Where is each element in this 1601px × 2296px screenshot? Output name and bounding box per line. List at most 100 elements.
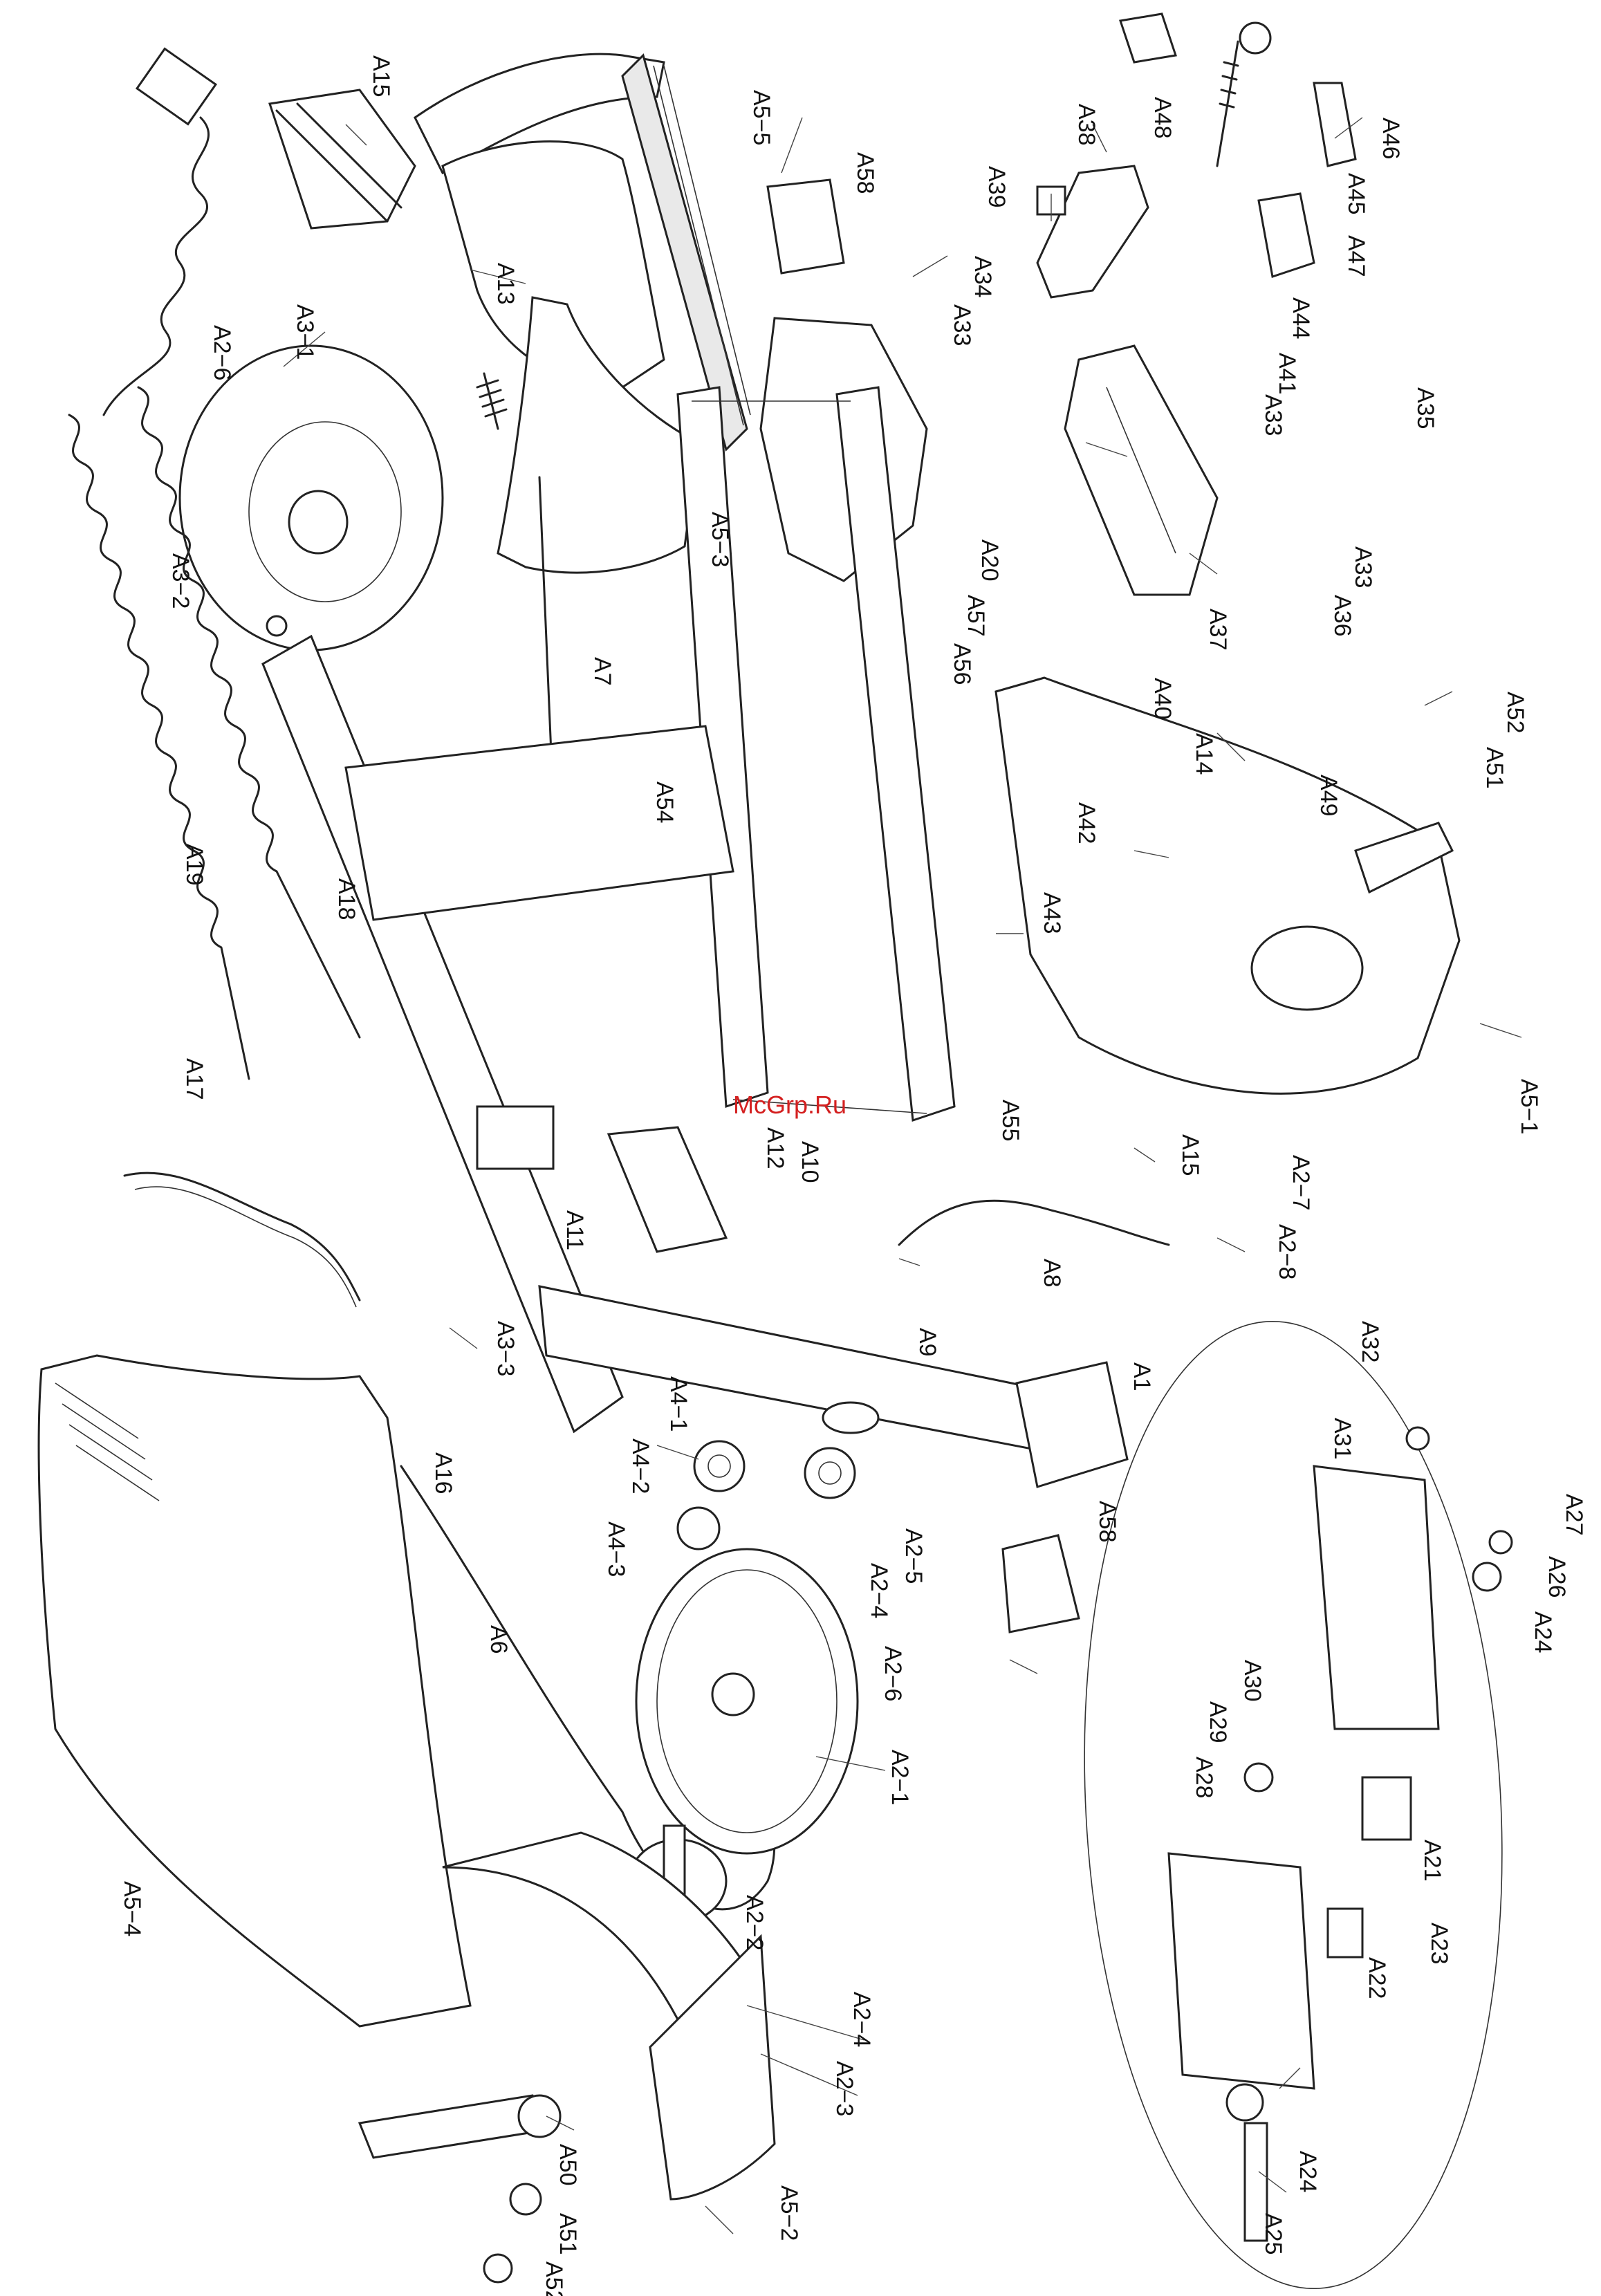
label-a27: A2−7	[1288, 1155, 1314, 1210]
part-labels: A15 A5−5 A13 A3−1 A2−6 A58 A39 A38 A48 A…	[119, 55, 1587, 2296]
lower-frame-arm	[261, 634, 624, 1434]
label-a42b: A4−2	[627, 1438, 654, 1494]
watermark: McGrp.Ru	[733, 1091, 846, 1119]
label-a7: A7	[589, 657, 616, 686]
label-a48: A48	[1149, 97, 1176, 139]
label-e30: A30	[1239, 1660, 1266, 1702]
label-a20: A20	[977, 539, 1003, 582]
leader-lines	[283, 117, 1522, 2234]
label-a16: A16	[430, 1452, 456, 1494]
label-a18: A18	[333, 878, 360, 920]
label-a33d: A3−3	[492, 1321, 519, 1376]
label-a41: A41	[1274, 353, 1300, 395]
label-a38: A38	[1073, 104, 1100, 146]
label-a1: A1	[1129, 1362, 1155, 1391]
label-a50: A50	[555, 2144, 581, 2186]
label-a52t: A52	[1502, 692, 1528, 734]
label-a44: A44	[1288, 297, 1314, 340]
label-a42: A42	[1073, 802, 1100, 844]
label-a46: A46	[1378, 118, 1404, 160]
label-a40: A40	[1149, 678, 1176, 720]
label-a10: A10	[797, 1141, 823, 1183]
actuator-assembly	[1036, 12, 1357, 299]
flywheel	[178, 344, 444, 651]
label-a52c: A52	[541, 2261, 567, 2296]
label-a8: A8	[1039, 1259, 1065, 1288]
base-tube	[538, 1285, 1129, 1488]
label-a58b: A58	[1094, 1501, 1120, 1543]
label-a21: A2−1	[887, 1750, 913, 1805]
label-a39: A39	[983, 166, 1010, 208]
controller-board	[607, 1126, 728, 1253]
label-a15b: A15	[1177, 1134, 1203, 1176]
label-a24b: A2−4	[849, 1992, 875, 2047]
label-a32top: A3−2	[167, 553, 194, 609]
label-a12: A12	[762, 1127, 788, 1169]
end-cap-top	[766, 178, 845, 275]
label-e29: A29	[1205, 1701, 1231, 1743]
label-e32: A32	[1357, 1321, 1383, 1363]
label-a11: A11	[562, 1210, 588, 1250]
pulley	[635, 1548, 859, 1855]
label-a54: A54	[651, 781, 678, 824]
upper-frame	[268, 53, 751, 452]
label-a51b: A51	[555, 2213, 581, 2255]
label-a53: A5−3	[707, 512, 733, 567]
label-a14: A14	[1191, 733, 1217, 775]
label-a23: A2−3	[831, 2061, 858, 2116]
label-a22: A2−2	[741, 1895, 768, 1950]
label-a28: A2−8	[1274, 1224, 1300, 1279]
coiled-cables	[68, 386, 361, 1080]
label-a35: A35	[1412, 387, 1438, 429]
label-e21: A21	[1419, 1840, 1445, 1882]
label-a56: A56	[949, 643, 975, 685]
label-a24: A2−4	[866, 1563, 892, 1618]
label-a52b: A5−2	[776, 2185, 802, 2241]
bearings	[676, 1440, 856, 1550]
label-a43: A43	[1039, 892, 1065, 934]
label-a26b: A2−6	[880, 1646, 906, 1701]
end-cap-bottom	[1001, 1534, 1080, 1633]
label-a49: A49	[1315, 775, 1342, 817]
label-a43b: A4−3	[603, 1521, 629, 1577]
label-e31: A31	[1329, 1418, 1355, 1460]
label-a51top: A5−1	[1516, 1079, 1542, 1134]
label-a58t: A58	[852, 152, 878, 194]
label-a19: A19	[181, 844, 207, 886]
label-e25: A25	[1260, 2213, 1286, 2255]
drive-chain	[123, 1172, 361, 1302]
label-a55: A55	[997, 1100, 1024, 1142]
label-a17: A17	[181, 1058, 207, 1100]
label-a9: A9	[914, 1328, 941, 1357]
sensor-wire	[898, 1199, 1170, 1246]
label-a15t: A15	[368, 55, 394, 98]
label-a51t: A51	[1481, 747, 1508, 789]
label-a31: A3−1	[292, 304, 318, 360]
label-a6: A6	[485, 1625, 512, 1654]
label-a33a: A33	[949, 304, 975, 346]
label-a41b: A4−1	[665, 1376, 692, 1432]
label-e24b: A24	[1295, 2151, 1321, 2193]
left-side-cover	[37, 1354, 472, 2028]
power-adapter	[102, 47, 218, 416]
label-e24: A24	[1530, 1611, 1556, 1654]
slider-block	[476, 1105, 555, 1170]
label-e22: A22	[1364, 1957, 1390, 1999]
label-a36: A36	[1329, 595, 1355, 637]
label-a13: A13	[492, 263, 519, 305]
label-a33c: A33	[1350, 546, 1376, 589]
label-a25: A2−5	[900, 1528, 927, 1584]
label-e23: A23	[1426, 1923, 1452, 1965]
detail-inset	[1084, 1320, 1513, 2290]
label-a33b: A33	[1260, 394, 1286, 436]
label-e28: A28	[1191, 1757, 1217, 1799]
crank-arm-right	[1354, 822, 1454, 894]
label-a54b: A5−4	[119, 1881, 145, 1936]
label-e26: A26	[1544, 1556, 1570, 1598]
label-a47: A47	[1343, 235, 1369, 277]
seat-rail	[344, 725, 734, 921]
label-a37: A37	[1205, 609, 1231, 651]
label-a45: A45	[1343, 173, 1369, 215]
label-a34: A34	[970, 256, 996, 298]
